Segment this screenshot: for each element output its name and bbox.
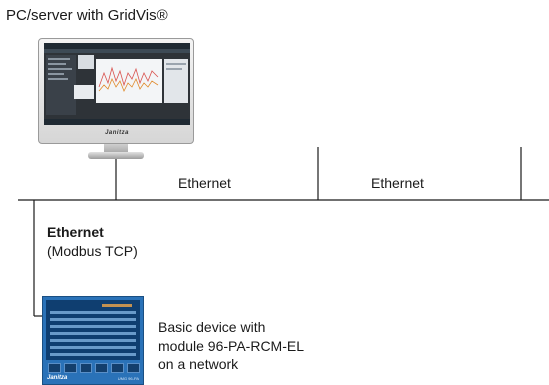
device-buttons (48, 363, 140, 373)
ethernet-label-1: Ethernet (178, 175, 231, 191)
device-link-label: Ethernet (47, 224, 104, 240)
device-description-line-2: module 96-PA-RCM-EL (158, 337, 305, 354)
device-description-line-1: Basic device with (158, 319, 266, 335)
monitor-stand (88, 152, 144, 159)
device-brand: Janitza (47, 375, 68, 381)
device-link-protocol: (Modbus TCP) (47, 243, 138, 259)
device-model: UMG 96-PA (117, 376, 139, 381)
umg-device: Janitza UMG 96-PA (42, 296, 144, 385)
gridvis-screen (44, 43, 190, 125)
pc-monitor: Janitza (38, 38, 194, 160)
device-description: Basic device with module 96-PA-RCM-EL on… (158, 318, 304, 374)
device-display (46, 300, 140, 360)
monitor-neck (104, 144, 128, 153)
ethernet-label-2: Ethernet (371, 175, 424, 191)
monitor-bezel: Janitza (38, 38, 194, 144)
monitor-logo: Janitza (105, 130, 129, 136)
pc-server-title: PC/server with GridVis® (6, 7, 168, 24)
device-description-line-3: on a network (158, 356, 239, 372)
gridvis-screenshot (44, 43, 190, 125)
